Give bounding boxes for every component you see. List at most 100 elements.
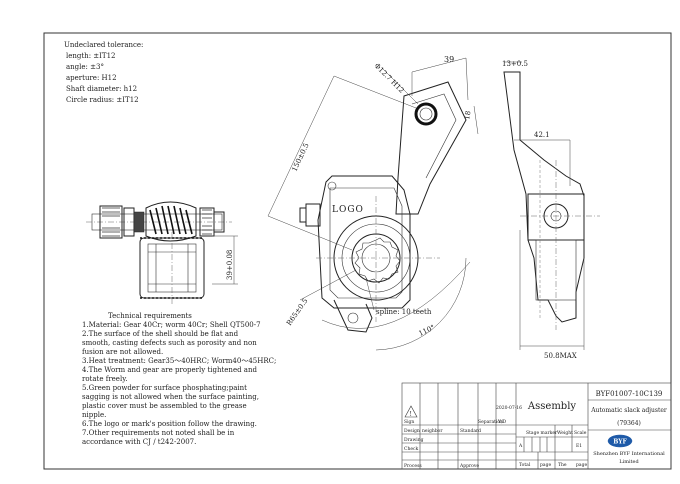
- right-bearing: [199, 207, 225, 237]
- neighbor-cell: neighbor: [422, 428, 443, 434]
- dim-angle: 110°: [417, 323, 436, 337]
- r65-leader: [299, 269, 357, 301]
- spline-label: spline: 10 teeth: [376, 308, 432, 316]
- requirement-line: 7.Other requirements not noted shall be …: [82, 429, 235, 437]
- requirement-line: fusion are not allowed.: [82, 348, 163, 356]
- radius-arc: [375, 257, 467, 351]
- tolerance-line: length: ±IT12: [66, 52, 115, 60]
- page-cell: page: [540, 463, 551, 468]
- requirement-line: rotate freely.: [82, 375, 127, 383]
- worm-thread: [145, 201, 197, 242]
- tolerance-note: Undeclared tolerance: length: ±IT12 angl…: [64, 41, 143, 104]
- technical-requirements: Technical requirements 1.Material: Gear …: [82, 312, 276, 446]
- arm-hole-inner: [419, 107, 433, 121]
- total-cell: Total: [519, 462, 531, 468]
- stage-cell: Stage marker: [526, 430, 558, 436]
- tolerance-line: angle: ±3°: [66, 63, 104, 71]
- requirement-line: accordance with CJ / t242-2007.: [82, 438, 196, 446]
- dim-line-18: [473, 105, 479, 135]
- part-name: Automatic slack adjuster: [590, 407, 667, 414]
- title-block-frame: [401, 382, 672, 470]
- front-view: LOGO 39 18 Φ12.7 H12 150±0.5 R65±0.5: [267, 55, 479, 351]
- dim-line-39: [411, 57, 467, 73]
- requirement-line: 1.Material: Gear 40Cr; worm 40Cr; Shell …: [82, 321, 261, 329]
- warning-icon: [404, 405, 418, 418]
- date-cell: 2020-07-16: [496, 405, 522, 411]
- design-cell: Design: [404, 428, 420, 434]
- assembly-label: Assembly: [527, 401, 576, 412]
- left-bearing: [99, 205, 145, 239]
- arm-hole: [414, 102, 438, 126]
- check-cell: Check: [404, 446, 419, 452]
- warning-mark: !: [410, 411, 412, 418]
- housing-body: [317, 175, 411, 309]
- dim-13: 13+0.5: [502, 60, 528, 68]
- spline-teeth: [354, 237, 401, 284]
- requirements-heading: Technical requirements: [108, 312, 192, 320]
- requirement-line: sagging is not allowed when the surface …: [82, 393, 259, 401]
- drawing-cell: Drawing: [404, 437, 424, 443]
- tolerance-heading: Undeclared tolerance:: [64, 41, 143, 49]
- requirement-line: 5.Green powder for surface phosphating;p…: [82, 384, 247, 392]
- requirement-line: 6.The logo or mark's position follow the…: [82, 420, 257, 428]
- ymd-cell: Y/D: [497, 419, 506, 425]
- tolerance-line: Circle radius: ±IT12: [66, 96, 139, 104]
- approve-cell: Approve: [459, 463, 479, 469]
- title-block-labels: 2020-07-16 Sign Design neighbor Standard…: [404, 405, 522, 469]
- sign-cell: Sign: [404, 419, 414, 425]
- dim-39: 39: [444, 55, 454, 64]
- ext-line-150a: [333, 75, 417, 109]
- page-cell-2: page: [576, 463, 587, 468]
- dim-50: 50.8MAX: [544, 352, 577, 360]
- tolerance-line: Shaft diameter: h12: [66, 85, 137, 93]
- arm-inner-edge: [411, 93, 457, 179]
- requirement-line: smooth, casting defects such as porosity…: [82, 339, 257, 347]
- company-name: Shenzhen BYF International: [593, 451, 665, 457]
- dim-18: 18: [463, 110, 472, 120]
- requirement-line: 4.The Worm and gear are properly tighten…: [82, 366, 257, 374]
- the-cell: The: [558, 462, 567, 468]
- logo-text: BYF: [613, 439, 627, 446]
- drawing-border: [43, 32, 672, 470]
- lower-tab-hole: [347, 312, 359, 324]
- lower-tab: [333, 299, 373, 333]
- stage-a-cell: A: [518, 443, 523, 449]
- standard-cell: Standard: [460, 428, 481, 434]
- tolerance-line: aperture: H12: [66, 74, 117, 82]
- dim-39-vert: 39+0.08: [226, 250, 234, 280]
- side-section-view: 39+0.08: [86, 201, 238, 304]
- scale-cell: Scale: [574, 430, 587, 436]
- dim-150: 150±0.5: [291, 142, 311, 173]
- ext-line-150b: [267, 215, 353, 251]
- slack-adjuster-arm: [395, 81, 467, 215]
- company-logo: BYF: [607, 434, 633, 448]
- spline-leader: [365, 277, 375, 311]
- separation-cell: Separation: [478, 419, 503, 425]
- dim-hole: Φ12.7 H12: [373, 62, 406, 95]
- dim-r65: R65±0.5: [285, 297, 309, 327]
- side-profile: [503, 71, 585, 323]
- title-block: ! 2020-07-16 Sign Design neighbor Standa…: [401, 382, 672, 470]
- company-name-2: Limited: [619, 459, 639, 465]
- weight-cell: Weight: [557, 430, 573, 436]
- drawing-number: BYF01007-10C139: [596, 390, 663, 398]
- requirement-line: plastic cover must be assembled to the g…: [82, 402, 247, 410]
- requirement-line: 3.Heat treatment: Gear35～40HRC; Worm40～4…: [82, 357, 276, 365]
- dim-42: 42.1: [534, 131, 550, 139]
- angle-arc: [321, 261, 471, 329]
- hole-leader: [381, 67, 419, 105]
- part-code: (79364): [617, 420, 641, 427]
- housing-inner-outline: [329, 187, 403, 299]
- ext-line-39b: [465, 57, 469, 101]
- grease-nipple: [327, 181, 337, 191]
- scale-e1-cell: E1: [576, 443, 582, 449]
- process-cell: Process: [404, 463, 422, 469]
- stage-labels: Stage marker Weight Scale A E1 Total pag…: [518, 430, 587, 468]
- right-side-view: 13+0.5 42.1 50.8MAX: [502, 60, 600, 360]
- requirement-line: nipple.: [82, 411, 106, 419]
- logo-mark: LOGO: [332, 205, 364, 215]
- worm-cap: [299, 207, 307, 223]
- dim-line-150: [267, 75, 335, 217]
